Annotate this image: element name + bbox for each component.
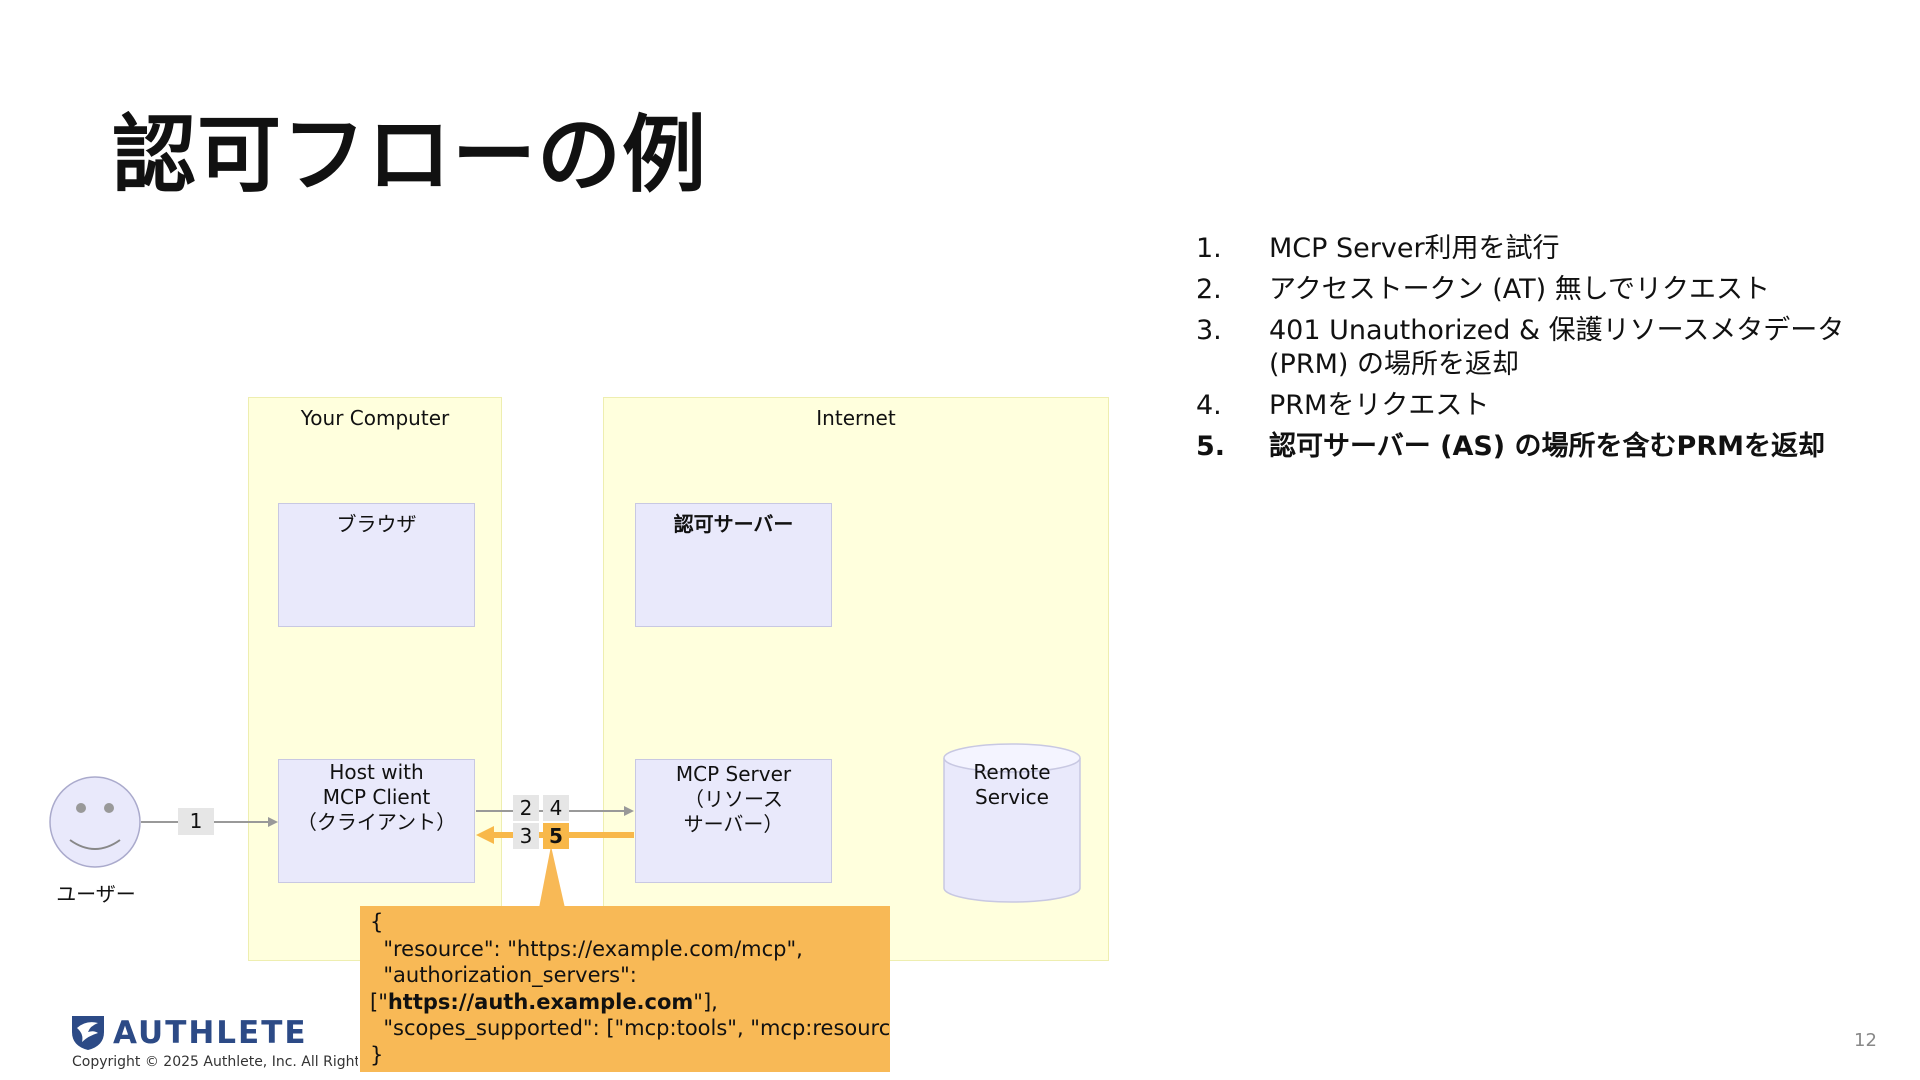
auth-server-label: 認可サーバー xyxy=(673,512,794,536)
client-label-line1: Host with xyxy=(329,760,424,784)
mcp-label-line3: サーバー） xyxy=(683,812,784,836)
remote-service-label: Remote Service xyxy=(944,760,1080,810)
callout-bracket-open: [" xyxy=(370,989,388,1014)
remote-label-line1: Remote xyxy=(973,760,1051,784)
zone-label-computer: Your Computer xyxy=(300,406,450,430)
callout-line-3: "authorization_servers": xyxy=(370,963,637,987)
user-face-icon xyxy=(49,776,141,868)
step-item-4: 4. PRMをリクエスト xyxy=(1196,389,1876,423)
page-number: 12 xyxy=(1854,1030,1877,1051)
callout-line-2: "resource": "https://example.com/mcp", xyxy=(370,936,803,961)
step-number: 3. xyxy=(1196,315,1222,346)
step-number: 1. xyxy=(1196,233,1222,264)
step-item-1: 1. MCP Server利用を試行 xyxy=(1196,232,1876,266)
authlete-logo-text: AUTHLETE xyxy=(113,1015,308,1051)
callout-line-4: ["https://auth.example.com"], xyxy=(370,989,880,1016)
callout-auth-server-url: https://auth.example.com xyxy=(387,989,694,1014)
authlete-bird-shield-icon xyxy=(72,1016,104,1050)
step-text: 認可サーバー (AS) の場所を含むPRMを返却 xyxy=(1269,431,1825,462)
client-label-line3: （クライアント） xyxy=(296,810,457,834)
step-item-2: 2. アクセストークン (AT) 無しでリクエスト xyxy=(1196,273,1876,307)
step-text: 401 Unauthorized & 保護リソースメタデータ (PRM) の場所… xyxy=(1269,315,1845,380)
browser-label: ブラウザ xyxy=(336,512,417,536)
mcp-label-line2: （リソース xyxy=(684,787,783,811)
step-list: 1. MCP Server利用を試行 2. アクセストークン (AT) 無しでリクエ… xyxy=(1196,232,1876,471)
step-text: PRMをリクエスト xyxy=(1269,390,1490,421)
callout-line-6: } xyxy=(370,1042,384,1067)
auth-server-node: 認可サーバー xyxy=(635,503,832,627)
mcp-label-line1: MCP Server xyxy=(675,762,792,786)
step-number: 2. xyxy=(1196,274,1222,305)
step-number: 4. xyxy=(1196,390,1222,421)
step-text: アクセストークン (AT) 無しでリクエスト xyxy=(1269,274,1770,305)
flow-label-1: 1 xyxy=(178,808,214,835)
user-label: ユーザー xyxy=(56,882,136,906)
callout-pointer xyxy=(539,846,565,908)
callout-line-5: "scopes_supported": ["mcp:tools", "mcp:r… xyxy=(370,1016,890,1040)
step-number: 5. xyxy=(1196,431,1226,462)
mcp-client-node: Host with MCP Client （クライアント） xyxy=(278,759,475,883)
flow-label-5: 5 xyxy=(543,823,569,849)
copyright-text: Copyright © 2025 Authlete, Inc. All Righ… xyxy=(72,1054,358,1070)
step-item-3: 3. 401 Unauthorized & 保護リソースメタデータ (PRM) の… xyxy=(1196,314,1876,382)
callout-line-1: { xyxy=(370,910,384,934)
flow-label-3: 3 xyxy=(513,823,539,849)
step-item-5: 5. 認可サーバー (AS) の場所を含むPRMを返却 xyxy=(1196,430,1876,464)
flow-label-4: 4 xyxy=(543,795,569,821)
callout-bracket-close: "], xyxy=(693,989,718,1014)
mcp-server-node: MCP Server （リソース サーバー） xyxy=(635,759,832,883)
flow-label-2: 2 xyxy=(513,795,539,821)
browser-node: ブラウザ xyxy=(278,503,475,627)
slide-title: 認可フローの例 xyxy=(112,106,708,204)
remote-service-cylinder-icon xyxy=(943,743,1081,903)
prm-json-callout: { "resource": "https://example.com/mcp",… xyxy=(360,906,890,1072)
remote-label-line2: Service xyxy=(975,785,1049,809)
step-text: MCP Server利用を試行 xyxy=(1269,233,1560,264)
zone-label-internet: Internet xyxy=(816,406,896,430)
client-label-line2: MCP Client xyxy=(322,785,431,809)
